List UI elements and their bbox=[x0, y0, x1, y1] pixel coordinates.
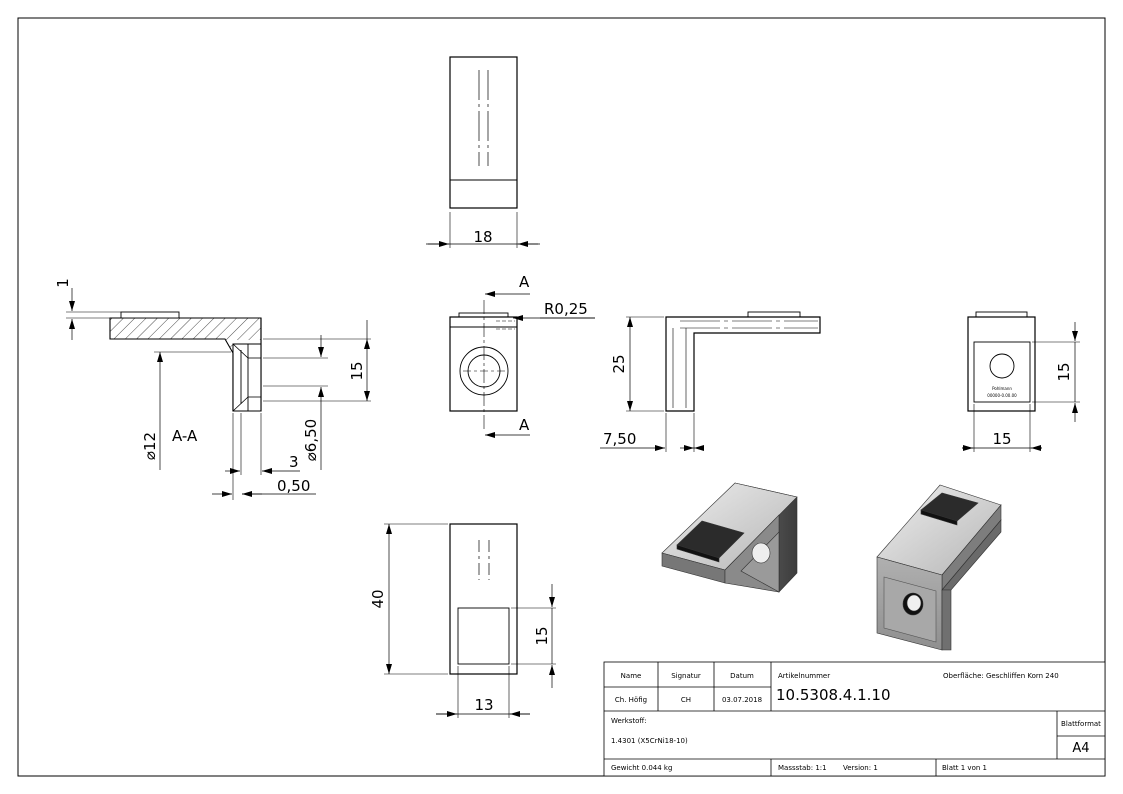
tb-material-value: 1.4301 (X5CrNi18-10) bbox=[611, 737, 688, 745]
dim-offset-050: 0,50 bbox=[277, 477, 310, 495]
engraving-brand: Pohlmann bbox=[992, 386, 1012, 391]
dim-bottom-width: 13 bbox=[474, 696, 493, 714]
tb-scale: Massstab: 1:1 bbox=[778, 764, 827, 772]
tb-name-header: Name bbox=[621, 672, 642, 680]
front-view bbox=[449, 291, 595, 438]
sheet-border bbox=[17, 17, 1106, 777]
section-marker-top: A bbox=[519, 273, 530, 291]
side-view bbox=[600, 311, 821, 452]
tb-signature-value: CH bbox=[681, 696, 691, 704]
tb-article-header: Artikelnummer bbox=[778, 672, 830, 680]
tb-article-number: 10.5308.4.1.10 bbox=[776, 686, 891, 704]
tb-date-header: Datum bbox=[730, 672, 754, 680]
dim-bottom-height: 40 bbox=[369, 589, 387, 608]
tb-weight: Gewicht 0.044 kg bbox=[611, 764, 672, 772]
tb-date-value: 03.07.2018 bbox=[722, 696, 762, 704]
tb-format-header: Blattformat bbox=[1061, 720, 1101, 728]
dim-side-offset: 7,50 bbox=[603, 430, 636, 448]
dim-diameter-12: ⌀12 bbox=[141, 432, 159, 460]
bottom-view bbox=[384, 523, 556, 718]
tb-version: Version: 1 bbox=[843, 764, 878, 772]
section-view bbox=[66, 288, 371, 500]
dim-diameter-650: ⌀6,50 bbox=[302, 419, 320, 461]
tb-surface: Oberfläche: Geschliffen Korn 240 bbox=[943, 672, 1059, 680]
tb-signature-header: Signatur bbox=[671, 672, 701, 680]
dim-bottom-pocket: 15 bbox=[533, 626, 551, 645]
dim-thickness: 1 bbox=[54, 278, 72, 288]
tb-name-value: Ch. Höfig bbox=[615, 696, 647, 704]
dim-side-height: 25 bbox=[610, 354, 628, 373]
tb-sheet: Blatt 1 von 1 bbox=[942, 764, 987, 772]
tb-format-value: A4 bbox=[1072, 741, 1089, 756]
top-view bbox=[426, 56, 540, 248]
engraving-code: 00000-0.00.00 bbox=[987, 393, 1017, 398]
dim-radius: R0,25 bbox=[544, 300, 588, 318]
dim-depth-3: 3 bbox=[289, 453, 299, 471]
tb-material-header: Werkstoff: bbox=[611, 717, 647, 725]
title-block bbox=[603, 661, 1106, 777]
dim-hole-height: 15 bbox=[348, 361, 366, 380]
right-view bbox=[962, 311, 1080, 452]
dim-top-width: 18 bbox=[473, 228, 492, 246]
section-marker-bottom: A bbox=[519, 416, 530, 434]
isometric-view-1 bbox=[661, 482, 798, 593]
dim-right-height: 15 bbox=[1055, 362, 1073, 381]
isometric-view-2 bbox=[876, 484, 1002, 651]
section-label: A-A bbox=[172, 427, 198, 445]
dim-right-width: 15 bbox=[992, 430, 1011, 448]
